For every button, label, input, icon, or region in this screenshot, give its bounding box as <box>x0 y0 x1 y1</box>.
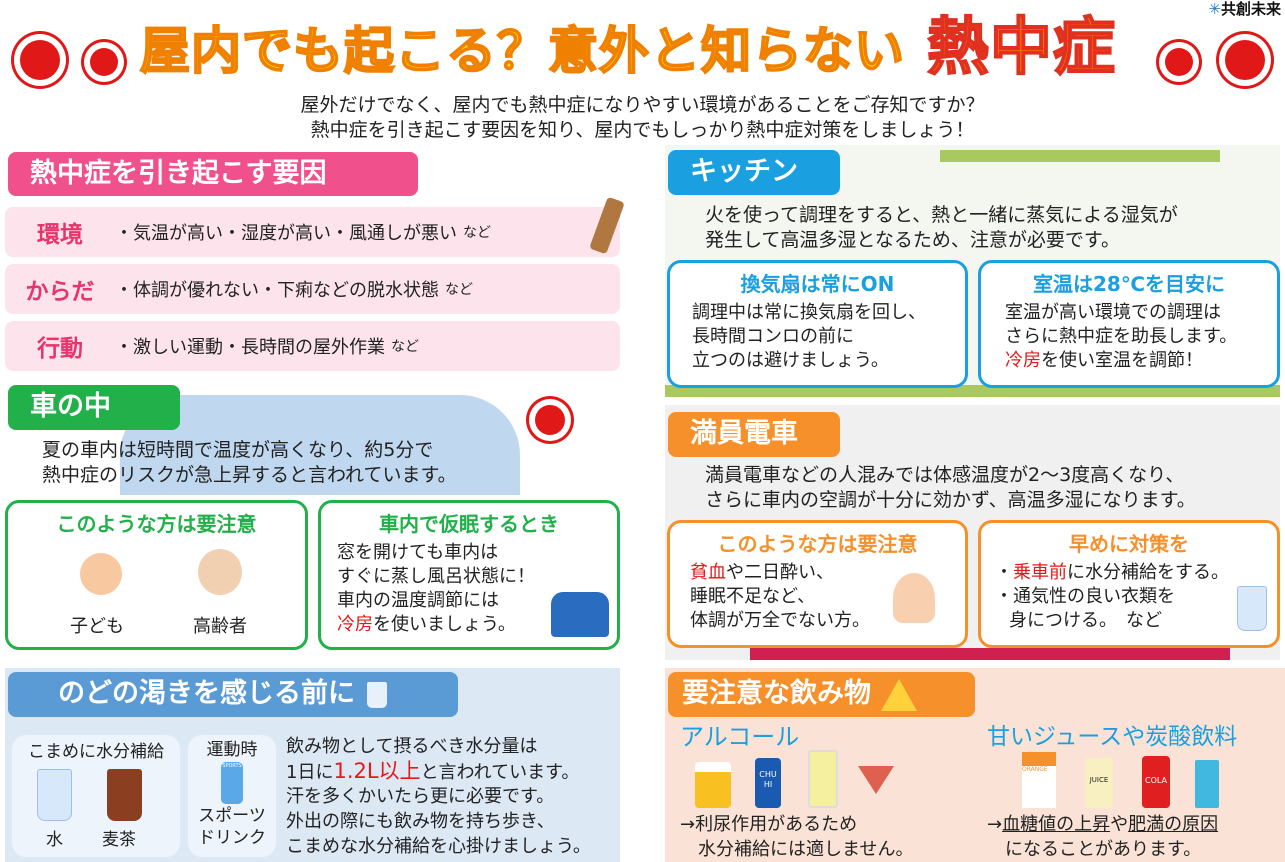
car-nap-text: 窓を開けても車内はすぐに蒸し風呂状態に！車内の温度調節には冷房を使いましょう。 <box>337 542 535 635</box>
cause-text: ・体調が優れない・下痢などの脱水状態 <box>115 280 439 301</box>
causes-header: 熱中症を引き起こす要因 <box>8 152 418 196</box>
water-header: のどの渇きを感じる前に <box>8 672 458 717</box>
cola-can-icon: COLA <box>1142 756 1170 808</box>
cause-suffix: など <box>391 339 419 355</box>
sports-label: スポーツ <box>198 806 266 826</box>
cause-text: ・激しい運動・長時間の屋外作業 <box>115 337 385 358</box>
page-title: 屋内でも起こる？意外と知らない熱中症 <box>139 10 1117 84</box>
warning-icon <box>881 678 917 711</box>
cause-suffix: など <box>463 225 491 241</box>
frequent-title: こまめに水分補給 <box>28 742 164 762</box>
elderly-icon <box>198 549 242 595</box>
sweet-drinks-title: 甘いジュースや炭酸飲料 <box>987 724 1238 750</box>
car-text: 夏の車内は短時間で温度が高くなり、約5分で熱中症のリスクが急上昇すると言われてい… <box>42 438 457 488</box>
kitchen-text: 火を使って調理をすると、熱と一緒に蒸気による湿気が発生して高温多湿となるため、注… <box>705 204 1178 251</box>
brand-name: 共創未来 <box>1220 0 1281 18</box>
cause-label: からだ <box>25 279 95 305</box>
car-text-line: 熱中症のリスクが急上昇すると言われています。 <box>42 464 457 486</box>
glass-icon <box>367 681 387 708</box>
sweet-drinks-text: →血糖値の上昇や肥満の原因になることがあります。 <box>987 814 1219 860</box>
drink-label: 麦茶 <box>102 830 136 850</box>
intro-text: 屋外だけでなく、屋内でも熱中症になりやすい環境があることをご存知ですか？ 熱中症を… <box>0 93 1285 143</box>
intro-line: 屋外だけでなく、屋内でも熱中症になりやすい環境があることをご存知ですか？ <box>300 94 985 116</box>
title-emphasis: 熱中症 <box>926 10 1117 83</box>
brand-mark-icon: ✳ <box>1208 0 1221 18</box>
car-header: 車の中 <box>8 385 180 430</box>
lemon-sour-icon <box>808 750 838 808</box>
kitchen-counter <box>665 385 1280 397</box>
kitchen-rail <box>940 150 1220 162</box>
brand-logo: ✳共創未来 <box>1208 0 1281 18</box>
fan-text: 調理中は常に換気扇を回し、長時間コンロの前に立つのは避けましょう。 <box>692 302 926 371</box>
car-icon <box>551 592 609 637</box>
cause-row: 環境 ・気温が高い・湿度が高い・風通しが悪いなど <box>5 207 620 257</box>
drinks-title: 要注意な飲み物 <box>682 678 871 710</box>
room-temp-text: 室温が高い環境での調理はさらに熱中症を助長します。冷房を使い室温を調節！ <box>1005 302 1238 371</box>
train-caution-text: 貧血や二日酔い、睡眠不足など、体調が万全でない方。 <box>690 562 870 631</box>
dizzy-person-icon <box>893 573 935 623</box>
car-illustration <box>120 395 520 495</box>
sun-icon <box>535 405 565 435</box>
car-text-line: 夏の車内は短時間で温度が高くなり、約5分で <box>42 439 434 461</box>
car-caution-title: このような方は要注意 <box>56 512 257 536</box>
early-measures-box: 早めに対策を ・乗車前に水分補給をする。・通気性の良い衣類を身につける。 など <box>978 520 1280 648</box>
intro-line: 熱中症を引き起こす要因を知り、屋内でもしっかり熱中症対策をしましょう！ <box>310 119 975 141</box>
barley-tea-icon <box>107 769 142 821</box>
frequent-box: こまめに水分補給 水 麦茶 <box>12 735 180 857</box>
car-nap-title: 車内で仮眠するとき <box>379 512 559 536</box>
sun-icon <box>20 40 60 80</box>
soda-glass-icon <box>1195 760 1219 808</box>
room-temp-box: 室温は28℃を目安に 室温が高い環境での調理はさらに熱中症を助長します。冷房を使… <box>978 260 1280 388</box>
orange-juice-icon: ORANGE <box>1022 752 1056 808</box>
sun-icon <box>90 48 118 76</box>
sports-title: 運動時 <box>206 740 258 760</box>
chuhi-can-icon: CHU HI <box>755 758 781 808</box>
kitchen-header: キッチン <box>668 150 840 195</box>
cause-suffix: など <box>445 282 473 298</box>
alcohol-title: アルコール <box>680 723 800 751</box>
train-text: 満員電車などの人混みでは体感温度が2〜3度高くなり、さらに車内の空調が十分に効か… <box>705 464 1196 511</box>
cause-row: からだ・体調が優れない・下痢などの脱水状態など <box>5 264 620 314</box>
early-measures-title: 早めに対策を <box>1069 532 1189 556</box>
juice-can-icon: JUICE <box>1085 758 1113 808</box>
early-measures-text: ・乗車前に水分補給をする。・通気性の良い衣類を身につける。 など <box>995 562 1229 631</box>
cause-text: ・気温が高い・湿度が高い・風通しが悪い <box>115 223 457 244</box>
fan-title: 換気扇は常にON <box>740 272 895 296</box>
glass-icon <box>1237 586 1267 631</box>
car-nap-box: 車内で仮眠するとき 窓を開けても車内はすぐに蒸し風呂状態に！車内の温度調節には冷… <box>318 500 620 650</box>
cocktail-icon <box>858 766 894 794</box>
child-icon <box>80 553 122 595</box>
car-caution-box: このような方は要注意 子ども 高齢者 <box>5 500 308 650</box>
train-caution-box: このような方は要注意 貧血や二日酔い、睡眠不足など、体調が万全でない方。 <box>667 520 968 648</box>
alcohol-text: →利尿作用があるため水分補給には適しません。 <box>680 814 914 860</box>
fan-box: 換気扇は常にON 調理中は常に換気扇を回し、長時間コンロの前に立つのは避けましょ… <box>667 260 968 388</box>
water-title: のどの渇きを感じる前に <box>58 678 355 710</box>
sun-icon <box>1225 40 1265 80</box>
water-glass-icon <box>37 769 72 821</box>
drink-label: 水 <box>46 830 63 850</box>
cause-label: 環境 <box>37 222 83 248</box>
sports-bottle-icon: SPORTS <box>221 762 243 804</box>
person-label: 子ども <box>70 616 124 637</box>
sun-icon <box>1165 48 1193 76</box>
sports-label: ドリンク <box>198 828 266 848</box>
train-header: 満員電車 <box>668 412 840 457</box>
person-label: 高齢者 <box>193 616 247 637</box>
room-temp-title: 室温は28℃を目安に <box>1032 272 1226 296</box>
drinks-header: 要注意な飲み物 <box>668 672 975 717</box>
title-main: 屋内でも起こる？意外と知らない <box>139 21 905 81</box>
sports-box: 運動時 SPORTS スポーツドリンク <box>188 735 276 857</box>
beer-icon <box>695 762 731 808</box>
train-caution-title: このような方は要注意 <box>717 532 918 556</box>
train-seat <box>750 648 1230 660</box>
cause-row: 行動 ・激しい運動・長時間の屋外作業など <box>5 321 620 371</box>
cause-label: 行動 <box>37 336 83 362</box>
